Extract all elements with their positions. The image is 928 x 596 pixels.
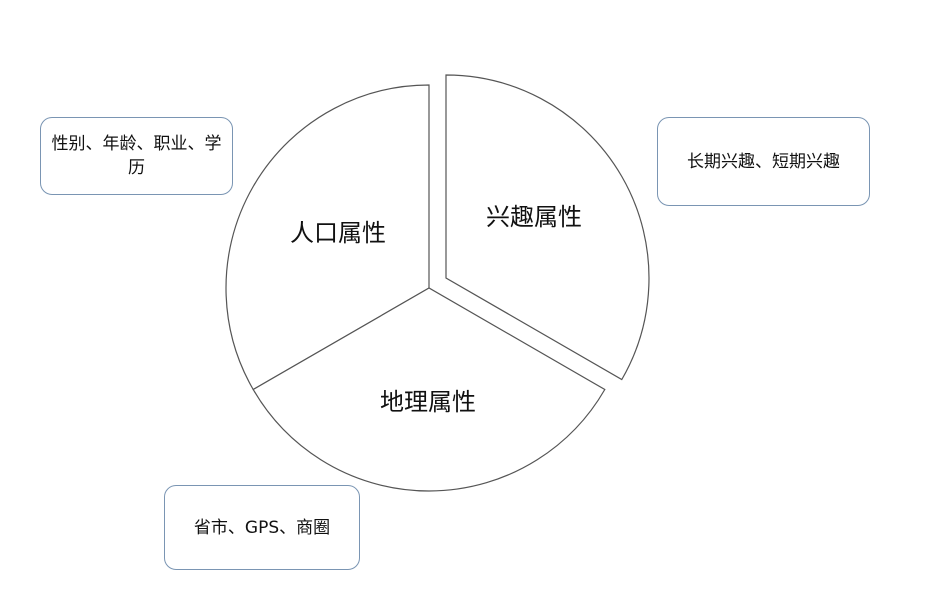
sector-demographic <box>225 84 430 391</box>
callout-interest-text: 长期兴趣、短期兴趣 <box>687 151 840 172</box>
callout-demographic: 性别、年龄、职业、学历 <box>40 117 233 195</box>
callout-geographic-text: 省市、GPS、商圈 <box>193 517 331 538</box>
sector-interest <box>445 74 650 381</box>
label-interest: 兴趣属性 <box>486 203 582 231</box>
callout-demographic-text: 性别、年龄、职业、学历 <box>51 134 222 178</box>
callout-interest: 长期兴趣、短期兴趣 <box>657 117 870 206</box>
callout-geographic: 省市、GPS、商圈 <box>164 485 360 570</box>
label-demographic: 人口属性 <box>290 219 386 247</box>
sector-geographic <box>252 287 606 492</box>
label-geographic: 地理属性 <box>380 388 476 416</box>
